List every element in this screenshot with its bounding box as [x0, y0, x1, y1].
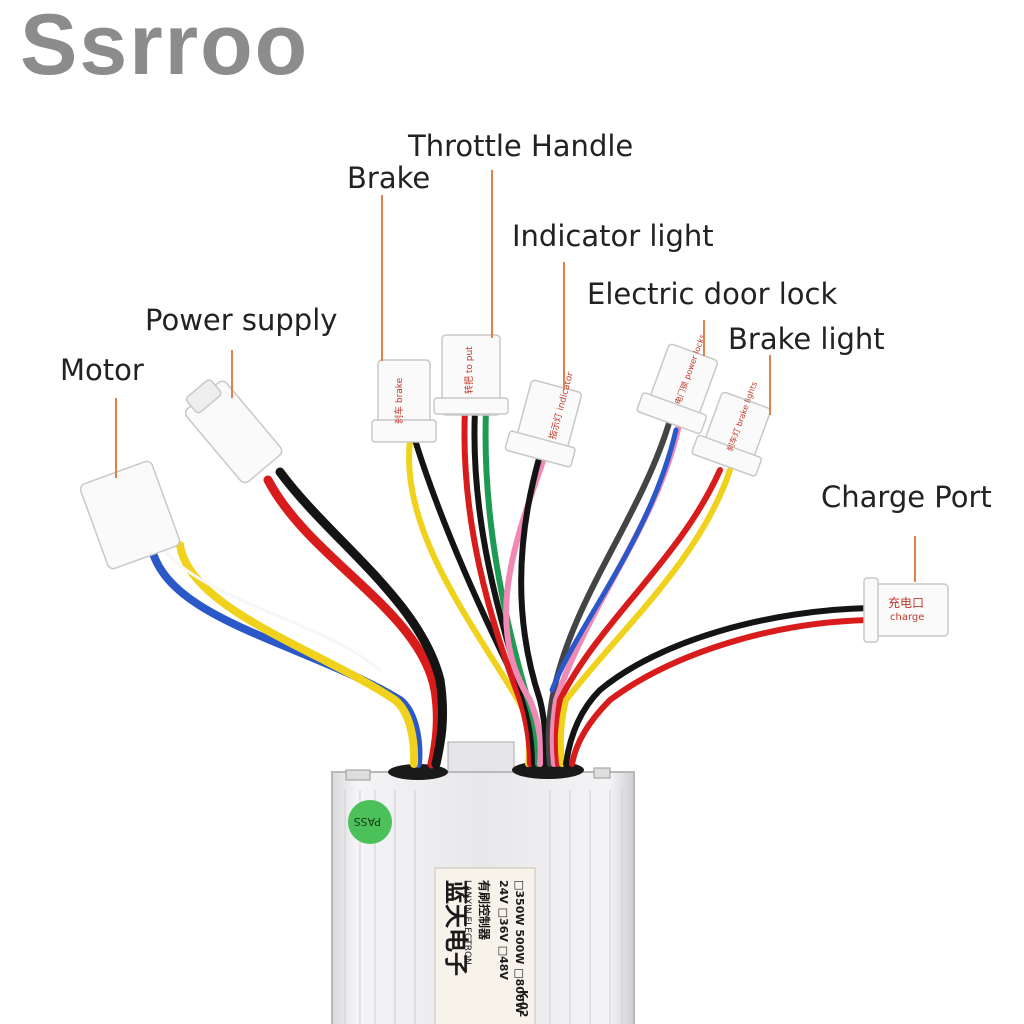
label-indicator-light: Indicator light	[512, 219, 714, 253]
product-cn: 有刷控制器	[477, 880, 492, 941]
power-options: □350W 500W □800W	[513, 880, 526, 1014]
leader-indicator-light	[563, 262, 565, 390]
label-throttle-handle: Throttle Handle	[408, 129, 634, 163]
pass-badge	[348, 800, 392, 844]
tag-charge-en: charge	[890, 612, 924, 623]
leader-motor	[115, 398, 117, 478]
tag-charge-cn: 充电口	[888, 595, 924, 610]
leader-power-supply	[231, 350, 233, 398]
label-charge-port: Charge Port	[821, 480, 992, 514]
leader-throttle-handle	[491, 170, 493, 338]
wire-bundle	[146, 407, 873, 769]
connectors	[79, 334, 949, 643]
tag-throttle: 转把 to put	[463, 346, 475, 394]
pass-badge-text: PASS	[354, 815, 381, 828]
model-number: K-02	[517, 990, 530, 1017]
leader-electric-door-lock	[703, 320, 705, 356]
label-brake-light: Brake light	[728, 322, 885, 356]
label-motor: Motor	[60, 353, 144, 387]
leader-brake-light	[769, 355, 771, 415]
label-electric-door-lock: Electric door lock	[587, 277, 838, 311]
brand-en: LANXIN ELECTRON	[462, 880, 472, 965]
leader-charge-port	[914, 536, 916, 582]
leader-brake	[381, 195, 383, 361]
label-power-supply: Power supply	[145, 303, 338, 337]
watermark: Ssrroo	[20, 0, 310, 93]
voltage-options: 24V □36V □48V	[497, 880, 510, 980]
label-brake: Brake	[347, 161, 431, 195]
tag-brake: 刹车 brake	[393, 377, 405, 424]
brand-cn: 蓝天电子	[442, 880, 470, 976]
